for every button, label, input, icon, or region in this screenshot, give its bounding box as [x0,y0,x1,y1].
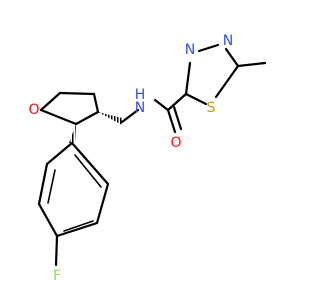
atom-nitrogen-ring-2: N [223,33,233,49]
bond-hashed-wedge-ch2 [98,112,122,125]
bond-thiadiazole-c-to-s-2 [214,64,240,99]
bond-fluorine [54,234,59,267]
atom-sulfur: S [207,100,216,116]
bond-phenyl-inner-2 [63,220,94,232]
bond-ring-chiral-to-o [39,108,78,126]
bond-phenyl-inner-3 [74,154,102,188]
bond-hashed-wedge-aryl [69,124,76,143]
molecule-canvas: O H N O N N S F [28,33,267,284]
bond-ring-chiral-to-chiral [74,110,100,126]
bond-phenyl-6 [70,141,110,186]
molecule-structure-diagram: O H N O N N S F [28,33,267,284]
bond-phenyl-2 [37,162,49,206]
bond-thiadiazole-c-to-s [184,92,208,106]
bond-thiadiazole-n-to-c [224,47,240,68]
bond-carbonyl-double-1 [166,108,177,134]
atom-nitrogen-amide: N [135,100,145,116]
bond-phenyl-1 [45,141,74,166]
bond-ring-c-to-chiral [92,92,100,114]
bond-methyl [236,61,267,68]
bond-ring-c-to-c [58,91,96,96]
bond-ch2-to-nh [120,108,140,124]
bond-thiadiazole-c-to-n [184,61,192,96]
atom-fluorine: F [53,268,61,284]
bond-phenyl-5 [95,182,110,225]
atom-oxygen-carbonyl: O [170,135,181,151]
bond-thiadiazole-n-to-n [197,43,220,53]
atom-hydrogen-amide: H [135,87,146,103]
atom-nitrogen-ring-1: N [185,42,195,58]
bond-carbonyl-double-2 [172,105,183,131]
bond-ring-o-to-c [39,91,62,112]
bond-phenyl-3 [37,202,59,238]
atom-oxygen-ring: O [28,102,39,118]
bond-nh-to-carbonyl [153,98,170,112]
bond-phenyl-inner-1 [47,169,56,204]
bond-phenyl-4 [55,221,99,238]
bond-carbonyl-to-ring [166,92,188,112]
